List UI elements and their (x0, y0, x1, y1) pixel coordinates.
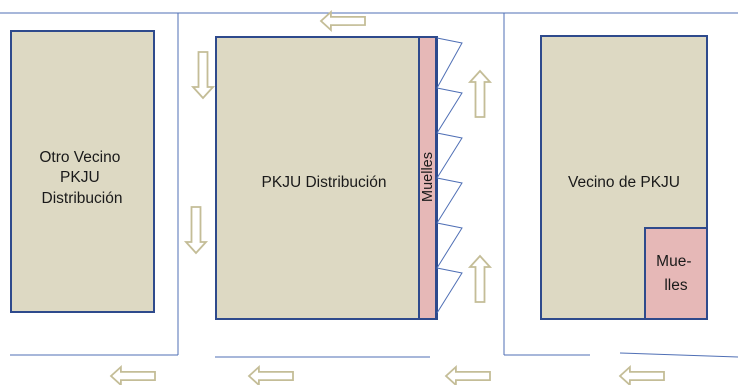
docks-vecino-line-1: Mue- (656, 253, 691, 270)
arrow-down-icon (190, 51, 216, 100)
arrow-left-icon (319, 9, 366, 33)
arrow-left-icon (618, 364, 665, 385)
docks-vecino: Mue- lles (644, 227, 708, 320)
arrow-up-icon (467, 69, 493, 118)
arrow-left-icon (444, 364, 491, 385)
docks-vecino-line-2: lles (664, 277, 688, 294)
docks-vecino-label: Mue- lles (656, 253, 696, 294)
docks-pkju: Muelles (418, 36, 437, 320)
building-otro-vecino-label: Otro Vecino PKJU Distribución (39, 149, 124, 207)
road-lines (0, 12, 738, 358)
building-otro-vecino-line-2: PKJU (60, 169, 100, 186)
building-otro-vecino-box (10, 30, 155, 313)
docks-pkju-label: Muelles (420, 152, 436, 202)
building-otro-vecino: Otro Vecino PKJU Distribución (10, 30, 155, 313)
building-pkju-box (215, 36, 438, 320)
arrow-left-icon (109, 364, 156, 385)
building-vecino-pkju-label: Vecino de PKJU (568, 174, 680, 191)
road-line-bottom-4 (619, 352, 738, 358)
docks-pkju-strip (418, 36, 437, 320)
arrow-left-icon (247, 364, 294, 385)
building-otro-vecino-line-3: Distribución (42, 190, 123, 207)
docks-vecino-box (644, 227, 708, 320)
building-otro-vecino-line-1: Otro Vecino (39, 149, 120, 166)
building-pkju: PKJU Distribución (215, 36, 438, 320)
truck-bays-zigzag (436, 37, 463, 314)
building-pkju-label: PKJU Distribución (262, 174, 387, 191)
arrow-up-icon (467, 254, 493, 303)
arrow-down-icon (183, 206, 209, 255)
traffic-arrows (109, 9, 665, 385)
